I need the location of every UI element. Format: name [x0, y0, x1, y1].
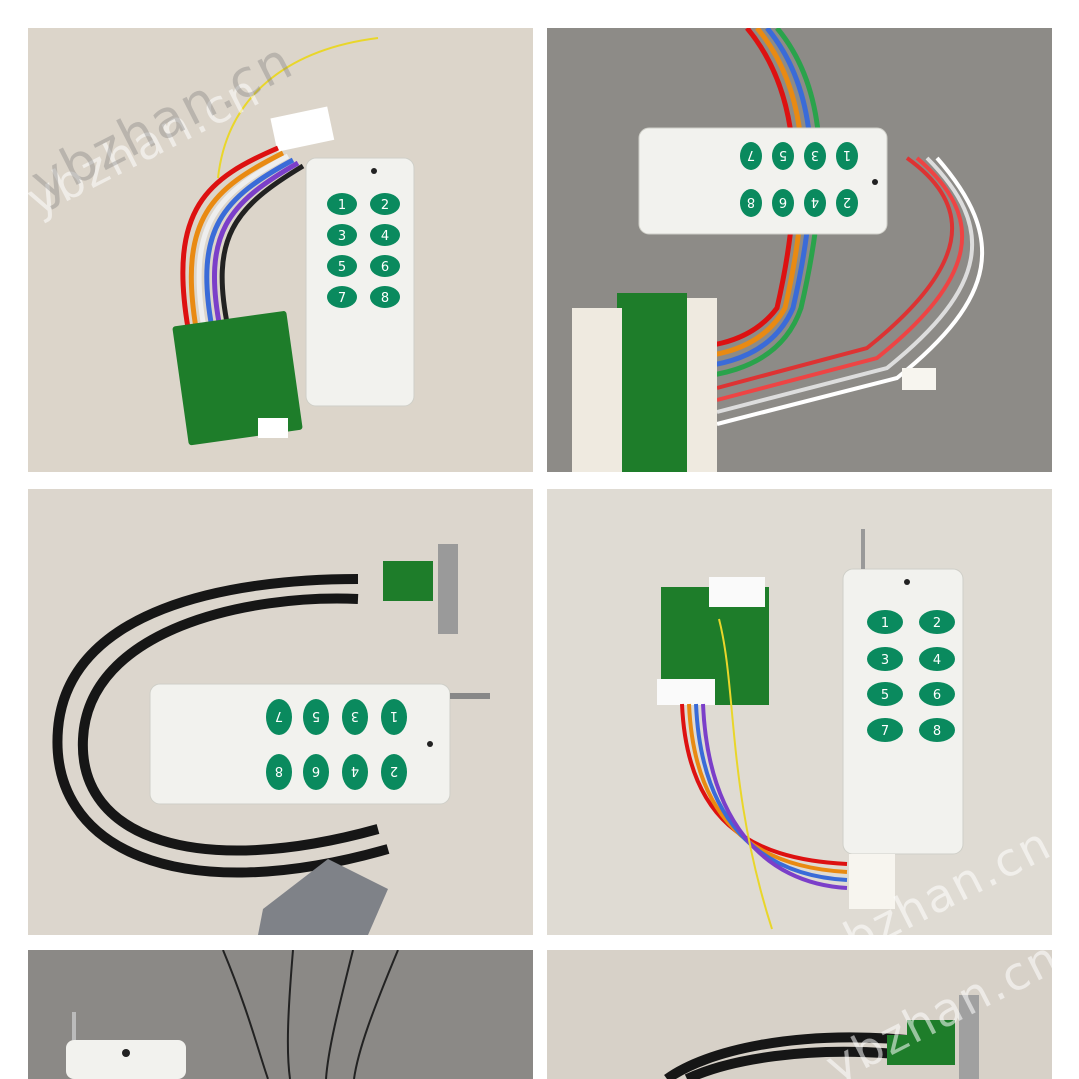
remote-key-label: 6: [933, 688, 941, 703]
remote-key-label: 3: [881, 653, 889, 668]
remote-key-label: 6: [779, 194, 787, 209]
remote-key-2: 2: [919, 610, 955, 634]
remote-key-label: 4: [351, 763, 359, 778]
remote-key-label: 2: [843, 194, 851, 209]
remote-key-label: 1: [843, 147, 851, 162]
photo-4-svg: 1 2 3 4 5 6 7 8: [547, 489, 1052, 935]
remote-key-1: 1: [867, 610, 903, 634]
remote-key-label: 8: [275, 763, 283, 778]
photo-remote-with-antennas: [28, 950, 533, 1079]
remote-key-label: 7: [275, 708, 283, 723]
remote-key-2: 2: [836, 189, 858, 217]
remote-key-label: 3: [811, 147, 819, 162]
remote-key-label: 7: [881, 724, 889, 739]
remote-key-1: 1: [381, 699, 407, 735]
remote-key-label: 2: [390, 763, 398, 778]
remote-key-3: 3: [867, 647, 903, 671]
remote-key-6: 6: [303, 754, 329, 790]
remote-key-4: 4: [919, 647, 955, 671]
photo-remote-with-serial-cable: 1 2 3 4 5 6 7 8: [28, 489, 533, 935]
remote-key-label: 8: [933, 724, 941, 739]
remote-key-4: 4: [804, 189, 826, 217]
remote-key-label: 8: [747, 194, 755, 209]
remote-key-label: 1: [338, 198, 346, 213]
remote-key-8: 8: [266, 754, 292, 790]
photo-receiver-module-with-cable: ybzhan.cn: [547, 950, 1052, 1079]
remote-key-7: 7: [327, 286, 357, 308]
remote-key-label: 3: [338, 229, 346, 244]
remote-key-3: 3: [804, 142, 826, 170]
remote-key-label: 6: [312, 763, 320, 778]
remote-key-label: 4: [811, 194, 819, 209]
remote-key-label: 1: [881, 616, 889, 631]
remote-key-label: 5: [338, 260, 346, 275]
remote-key-label: 5: [312, 708, 320, 723]
remote-key-7: 7: [867, 718, 903, 742]
photo-1-svg: 1 2 3 4 5 6 7 8: [28, 28, 533, 472]
remote-key-1: 1: [836, 142, 858, 170]
remote-key-label: 8: [381, 291, 389, 306]
remote-key-label: 5: [881, 688, 889, 703]
remote-key-5: 5: [867, 682, 903, 706]
photo-6-svg: [547, 950, 1052, 1079]
photo-remote-with-wiring-harness: 1 2 3 4 5 6 7 8: [547, 28, 1052, 472]
remote-key-5: 5: [327, 255, 357, 277]
remote-key-2: 2: [381, 754, 407, 790]
remote-key-5: 5: [772, 142, 794, 170]
remote-key-8: 8: [919, 718, 955, 742]
remote-key-8: 8: [370, 286, 400, 308]
remote-key-3: 3: [327, 224, 357, 246]
remote-key-2: 2: [370, 193, 400, 215]
remote-key-5: 5: [303, 699, 329, 735]
remote-key-6: 6: [370, 255, 400, 277]
remote-key-label: 7: [338, 291, 346, 306]
photo-3-svg: 1 2 3 4 5 6 7 8: [28, 489, 533, 935]
remote-key-label: 3: [351, 708, 359, 723]
remote-key-label: 7: [747, 147, 755, 162]
remote-key-label: 1: [390, 708, 398, 723]
remote-key-label: 2: [381, 198, 389, 213]
remote-key-label: 6: [381, 260, 389, 275]
remote-key-4: 4: [342, 754, 368, 790]
remote-key-label: 5: [779, 147, 787, 162]
remote-key-4: 4: [370, 224, 400, 246]
remote-key-7: 7: [266, 699, 292, 735]
remote-key-8: 8: [740, 189, 762, 217]
remote-key-1: 1: [327, 193, 357, 215]
remote-key-6: 6: [919, 682, 955, 706]
remote-key-label: 2: [933, 616, 941, 631]
photo-2-svg: 1 2 3 4 5 6 7 8: [547, 28, 1052, 472]
remote-key-3: 3: [342, 699, 368, 735]
remote-key-label: 4: [933, 653, 941, 668]
photo-5-svg: [28, 950, 533, 1079]
remote-key-7: 7: [740, 142, 762, 170]
remote-key-label: 4: [381, 229, 389, 244]
remote-key-6: 6: [772, 189, 794, 217]
